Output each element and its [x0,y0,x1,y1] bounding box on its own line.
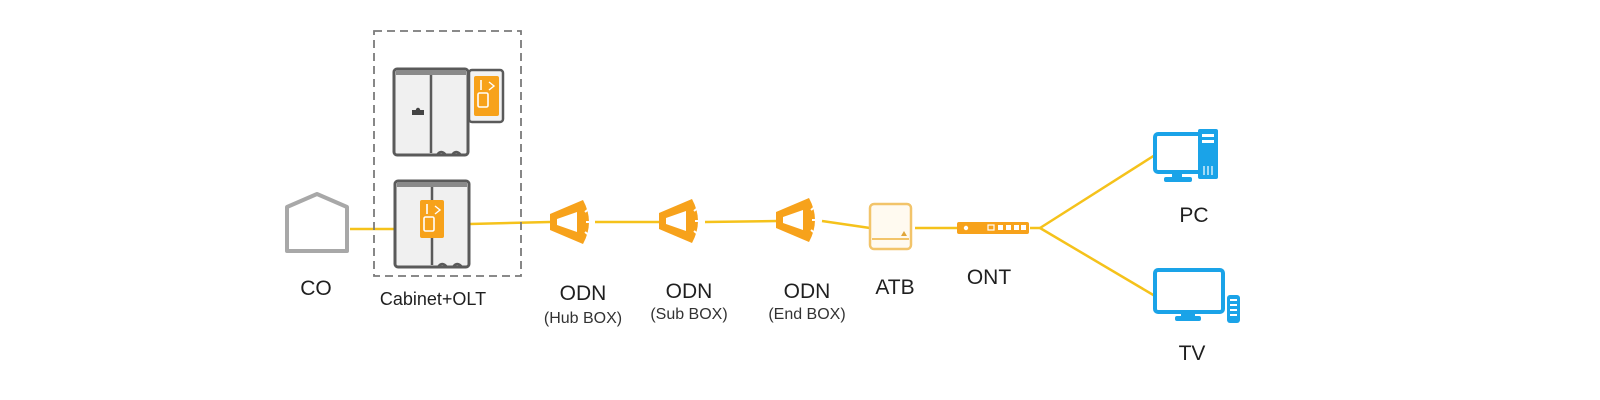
label-odn-hub-sub: (Hub BOX) [543,310,623,327]
fiber-olt-hub [469,220,551,226]
olt-icon [474,76,499,116]
splitter-icon [550,200,592,244]
house-icon [285,192,349,253]
label-odn-hub: ODN [559,282,607,305]
label-pc: PC [1179,204,1209,227]
fiber-to-tv [1039,226,1156,298]
label-tv: TV [1178,342,1206,365]
tv-icon [1153,268,1240,323]
fiber-sub-end [704,219,779,224]
label-odn-end: ODN [783,280,831,303]
label-cabinet-olt: Cabinet+OLT [379,289,487,309]
fiber-to-pc [1039,153,1156,230]
label-ont: ONT [966,266,1012,289]
ont-icon [957,222,1029,234]
label-odn-sub-sub: (Sub BOX) [650,306,728,323]
atb-icon [868,202,913,251]
fiber-links [350,153,1156,298]
pc-icon [1153,129,1218,182]
splitter-icon [776,198,818,242]
fiber-end-atb [821,219,871,230]
splitter-icon [659,199,701,243]
label-odn-sub: ODN [665,280,713,303]
label-co: CO [300,277,332,300]
label-atb: ATB [875,276,915,299]
label-odn-end-sub: (End BOX) [768,306,846,323]
olt-icon [420,200,444,238]
